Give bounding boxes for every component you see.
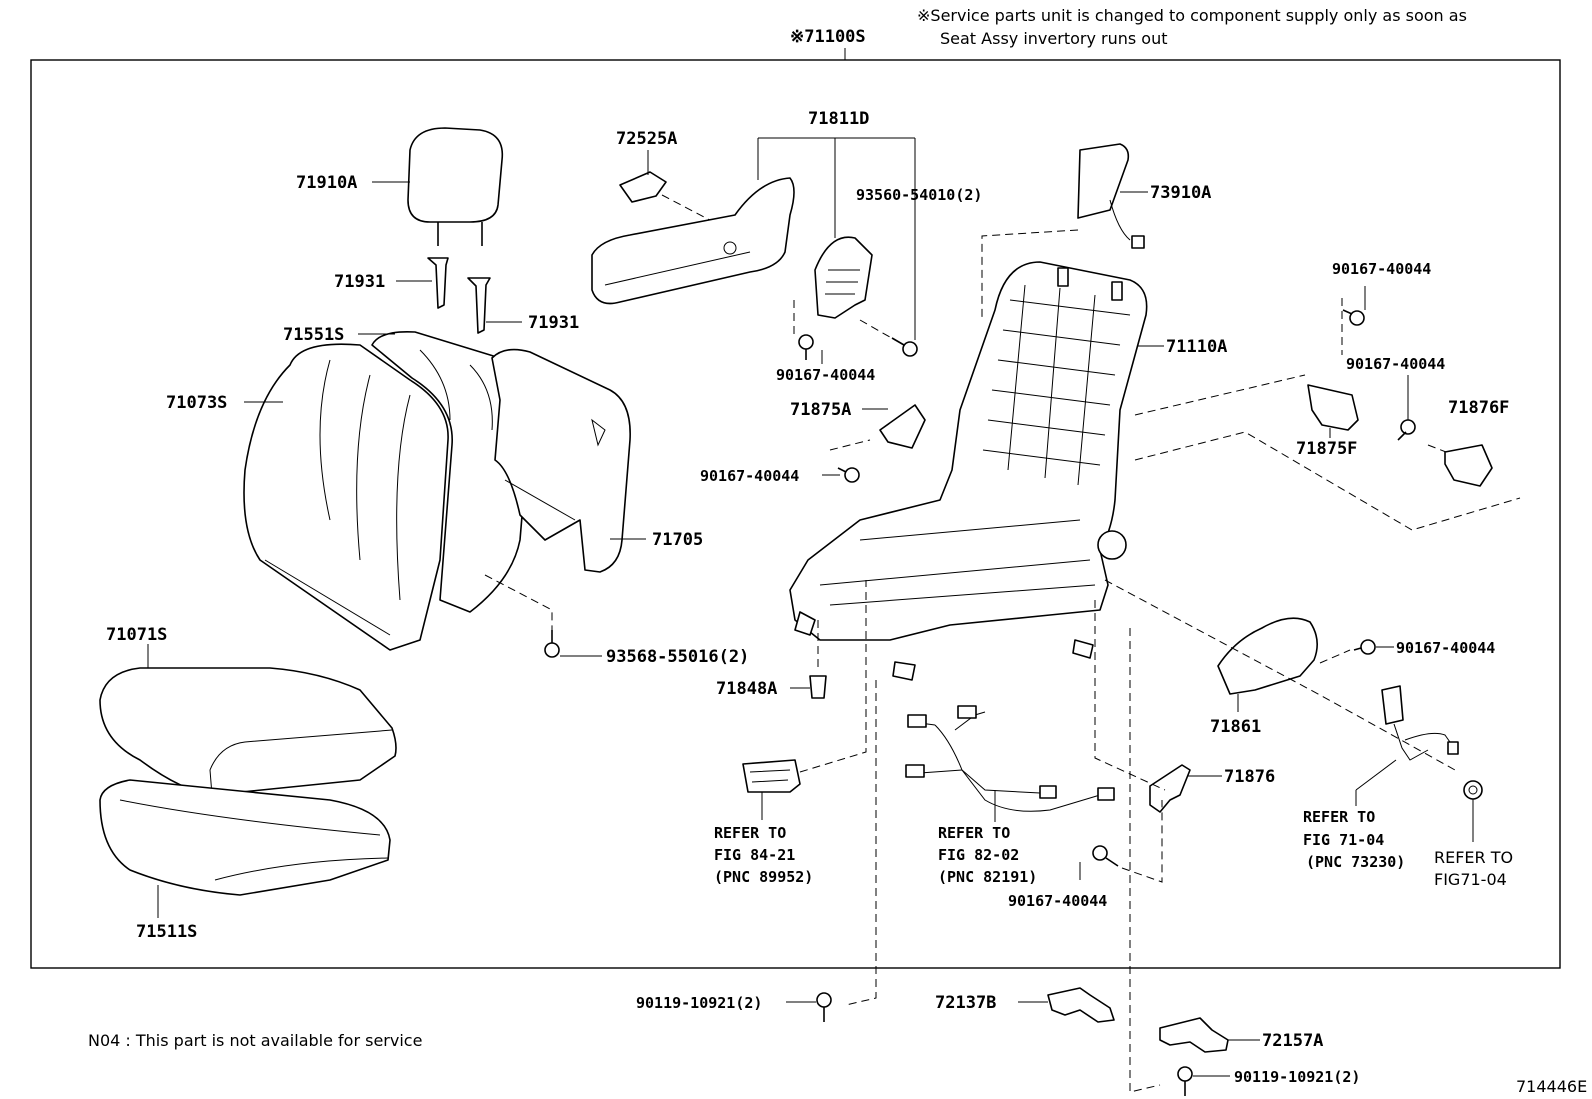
label-71705: 71705	[652, 530, 703, 550]
label-71848A: 71848A	[716, 679, 777, 699]
seat-belt-buckle[interactable]	[1381, 685, 1459, 761]
label-71511S: 71511S	[136, 922, 197, 942]
ref2-line1: REFER TO	[938, 824, 1010, 842]
ref1-line1: REFER TO	[714, 824, 786, 842]
figure-code: 714446E	[1516, 1077, 1587, 1096]
ref3-line2: FIG 71-04	[1303, 831, 1384, 849]
assembly-frame	[30, 59, 1561, 969]
label-72137B: 72137B	[935, 993, 996, 1013]
label-90167-f: 90167-40044	[1008, 892, 1107, 910]
service-note-line1: ※Service parts unit is changed to compon…	[917, 6, 1467, 25]
seatback-pad[interactable]	[371, 330, 532, 613]
assembly-code: ※71100S	[790, 27, 866, 47]
side-airbag[interactable]	[1077, 143, 1145, 249]
hinge-cover-72525A[interactable]	[619, 171, 667, 203]
bracket-71876[interactable]	[1149, 764, 1191, 813]
bolt-90119-b[interactable]	[1177, 1066, 1193, 1096]
recliner-cover-71861[interactable]	[1217, 617, 1318, 695]
bolt-90167-f[interactable]	[1092, 845, 1119, 867]
bolt-90119-a[interactable]	[816, 992, 832, 1022]
bolt-90167-a[interactable]	[798, 334, 814, 360]
label-90167-b: 90167-40044	[700, 467, 799, 485]
bolt-90167-c[interactable]	[1342, 309, 1365, 326]
label-71110A: 71110A	[1166, 337, 1227, 357]
label-71861: 71861	[1210, 717, 1261, 737]
bracket-72157A[interactable]	[1159, 1017, 1229, 1053]
seat-cushion-cover[interactable]	[99, 667, 397, 796]
seat-sensor[interactable]	[742, 759, 801, 793]
label-71811D: 71811D	[808, 109, 869, 129]
ref2-line2: FIG 82-02	[938, 846, 1019, 864]
ref2-line3: (PNC 82191)	[938, 868, 1037, 886]
label-73910A: 73910A	[1150, 183, 1211, 203]
label-71876: 71876	[1224, 767, 1275, 787]
ref1-line2: FIG 84-21	[714, 846, 795, 864]
cover-71875A[interactable]	[879, 404, 926, 449]
ref4-line2: FIG71-04	[1434, 870, 1507, 889]
label-90119-a: 90119-10921(2)	[636, 994, 762, 1012]
headrest-guide-left[interactable]	[427, 257, 449, 309]
ref4-line1: REFER TO	[1434, 848, 1513, 867]
label-71876F: 71876F	[1448, 398, 1509, 418]
label-71875A: 71875A	[790, 400, 851, 420]
service-note-line2: Seat Assy invertory runs out	[940, 29, 1168, 48]
cover-71876F[interactable]	[1444, 444, 1493, 487]
label-90119-b: 90119-10921(2)	[1234, 1068, 1360, 1086]
label-93560: 93560-54010(2)	[856, 186, 982, 204]
seatback-board[interactable]	[491, 348, 631, 573]
seat-frame[interactable]	[789, 261, 1148, 681]
label-90167-a: 90167-40044	[776, 366, 875, 384]
label-90167-c: 90167-40044	[1332, 260, 1431, 278]
bolt-90167-b[interactable]	[837, 467, 860, 483]
wire-harness[interactable]	[905, 705, 1115, 812]
ref3-line3: (PNC 73230)	[1306, 853, 1405, 871]
ref1-line3: (PNC 89952)	[714, 868, 813, 886]
label-71551S: 71551S	[283, 325, 344, 345]
label-71071S: 71071S	[106, 625, 167, 645]
seatback-cover[interactable]	[243, 343, 449, 651]
screw-93560[interactable]	[891, 337, 918, 357]
label-90167-e: 90167-40044	[1396, 639, 1495, 657]
ref3-line1: REFER TO	[1303, 808, 1375, 826]
bolt-90167-e[interactable]	[1353, 639, 1376, 655]
label-71931-a: 71931	[334, 272, 385, 292]
label-72525A: 72525A	[616, 129, 677, 149]
label-72157A: 72157A	[1262, 1031, 1323, 1051]
label-71073S: 71073S	[166, 393, 227, 413]
screw-93568[interactable]	[544, 630, 560, 658]
label-93568: 93568-55016(2)	[606, 647, 749, 667]
label-71875F: 71875F	[1296, 439, 1357, 459]
seat-shield-71811D[interactable]	[591, 177, 795, 305]
seat-cushion-pad[interactable]	[99, 779, 391, 896]
label-71931-b: 71931	[528, 313, 579, 333]
bracket-72137B[interactable]	[1047, 987, 1115, 1023]
label-90167-d: 90167-40044	[1346, 355, 1445, 373]
footer-note: N04 : This part is not available for ser…	[88, 1031, 422, 1050]
seat-shield-inner[interactable]	[814, 236, 873, 319]
label-71910A: 71910A	[296, 173, 357, 193]
cover-71875F[interactable]	[1307, 384, 1359, 431]
headrest[interactable]	[407, 127, 504, 246]
pin-71848A[interactable]	[809, 675, 827, 699]
bolt-90167-d[interactable]	[1397, 419, 1416, 441]
nut-buckle[interactable]	[1463, 780, 1483, 800]
headrest-guide-right[interactable]	[467, 277, 491, 334]
